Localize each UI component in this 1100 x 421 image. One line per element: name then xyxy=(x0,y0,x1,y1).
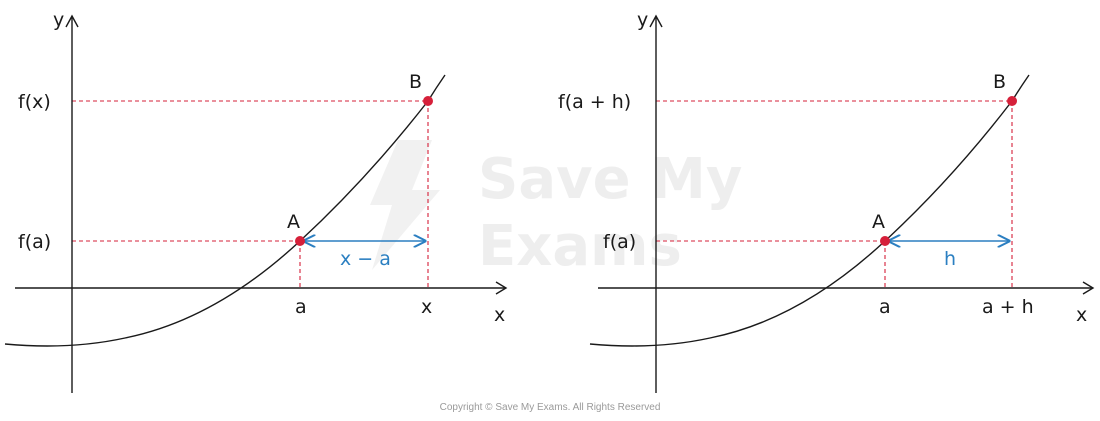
axes-right xyxy=(598,14,1095,393)
guides-right xyxy=(656,100,1013,288)
label-fb-left: f(x) xyxy=(18,91,51,113)
tick-a-left: a xyxy=(295,296,307,318)
panel-left: y x f(x) f(a) B A a x x − a xyxy=(4,9,508,393)
watermark-line2: Exams xyxy=(478,214,682,279)
point-b-label-right: B xyxy=(993,71,1006,93)
tick-b-right: a + h xyxy=(982,296,1034,318)
point-a-label-right: A xyxy=(872,211,885,233)
point-a-right xyxy=(880,236,890,246)
curve-left xyxy=(4,74,446,347)
axis-x-label-left: x xyxy=(494,304,505,326)
axis-y-label-right: y xyxy=(637,9,648,31)
label-fa-right: f(a) xyxy=(603,231,636,253)
point-a-label-left: A xyxy=(287,211,300,233)
label-fa-left: f(a) xyxy=(18,231,51,253)
axis-x-label-right: x xyxy=(1076,304,1087,326)
axis-y-label-left: y xyxy=(53,9,64,31)
interval-label-left: x − a xyxy=(340,248,391,270)
copyright-notice: Copyright © Save My Exams. All Rights Re… xyxy=(439,402,661,413)
label-fb-right: f(a + h) xyxy=(558,91,631,113)
point-b-label-left: B xyxy=(409,71,422,93)
point-a-left xyxy=(295,236,305,246)
panel-right: y x f(a + h) f(a) B A a a + h h xyxy=(558,9,1095,393)
watermark: Save My Exams xyxy=(370,140,742,279)
guides-left xyxy=(72,100,429,288)
watermark-line1: Save My xyxy=(478,147,742,212)
interval-label-right: h xyxy=(944,248,956,270)
point-b-right xyxy=(1007,96,1017,106)
point-b-left xyxy=(423,96,433,106)
tick-b-left: x xyxy=(421,296,432,318)
tick-a-right: a xyxy=(879,296,891,318)
axes-left xyxy=(15,14,508,393)
